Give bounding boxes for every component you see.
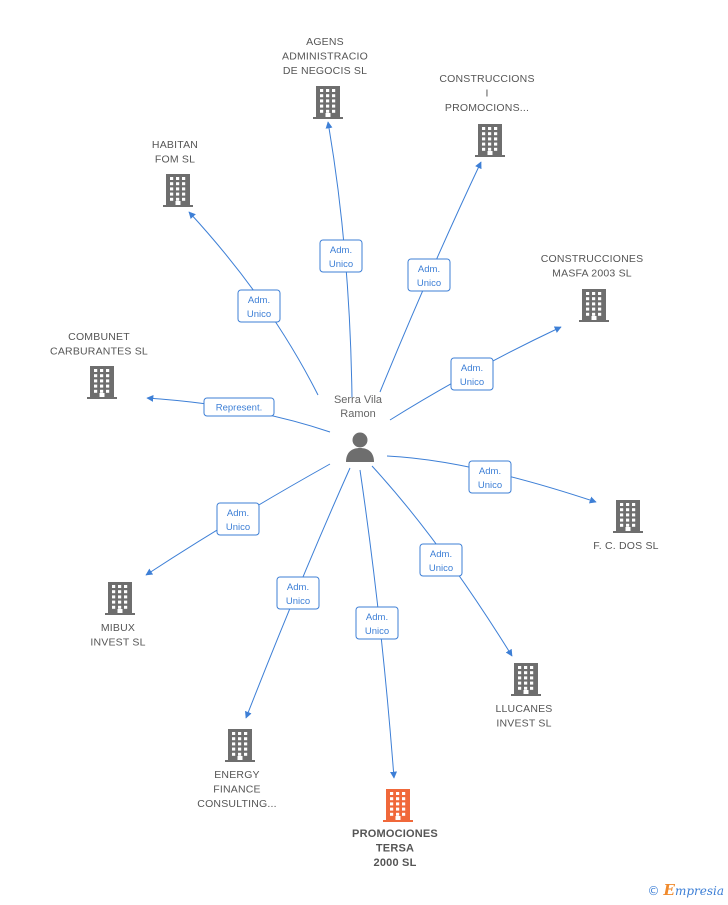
company-label-tersa-0: PROMOCIONES [352, 828, 438, 840]
footer-brand[interactable]: ©Empresia [648, 881, 725, 899]
company-label-combunet-1: CARBURANTES SL [50, 346, 148, 358]
center-name-line-1: Serra Vila [334, 394, 383, 406]
role-text-fcdos-0: Adm. [479, 466, 501, 477]
role-text-llucanes-0: Adm. [430, 549, 452, 560]
role-text-agens-1: Unico [329, 259, 353, 270]
company-label-tersa-2: 2000 SL [374, 857, 417, 869]
role-text-energy-1: Unico [286, 596, 310, 607]
company-node-mibux[interactable]: MIBUX INVEST SL [90, 582, 145, 649]
company-label-energy-2: CONSULTING... [197, 798, 276, 810]
center-node[interactable]: Serra Vila Ramon [334, 394, 383, 462]
company-label-habitan-0: HABITAN [152, 139, 198, 151]
company-label-agens-0: AGENS [306, 36, 344, 48]
role-text-tersa-1: Unico [365, 626, 389, 637]
role-text-habitan-1: Unico [247, 309, 271, 320]
role-text-mibux-0: Adm. [227, 508, 249, 519]
role-badge-mibux[interactable]: Adm. Unico [216, 502, 260, 536]
company-node-agens[interactable]: AGENS ADMINISTRACIO DE NEGOCIS SL [282, 36, 368, 119]
building-icon [613, 500, 643, 533]
role-badge-construccions[interactable]: Adm. Unico [407, 258, 451, 292]
company-label-agens-2: DE NEGOCIS SL [283, 65, 367, 77]
company-label-construccions-2: PROMOCIONS... [445, 102, 529, 114]
company-label-mibux-1: INVEST SL [90, 637, 145, 649]
company-label-llucanes-0: LLUCANES [495, 703, 552, 715]
role-badge-fcdos[interactable]: Adm. Unico [468, 460, 512, 494]
person-icon [346, 432, 374, 462]
company-label-habitan-1: FOM SL [155, 154, 195, 166]
role-badge-llucanes[interactable]: Adm. Unico [419, 543, 463, 577]
company-node-habitan[interactable]: HABITAN FOM SL [152, 139, 198, 207]
role-text-mibux-1: Unico [226, 522, 250, 533]
role-text-agens-0: Adm. [330, 245, 352, 256]
brand-initial: E [663, 881, 675, 899]
company-label-combunet-0: COMBUNET [68, 331, 130, 343]
role-text-habitan-0: Adm. [248, 295, 270, 306]
company-label-llucanes-1: INVEST SL [496, 718, 551, 730]
role-text-tersa-0: Adm. [366, 612, 388, 623]
building-icon [105, 582, 135, 615]
company-label-fcdos-0: F. C. DOS SL [593, 540, 658, 552]
nodes-layer: AGENS ADMINISTRACIO DE NEGOCIS SL CONSTRUCC… [50, 36, 659, 869]
center-name-line-2: Ramon [340, 408, 375, 420]
role-text-construccions-1: Unico [417, 278, 441, 289]
company-label-masfa-0: CONSTRUCCIONES [541, 253, 644, 265]
company-label-masfa-1: MASFA 2003 SL [552, 268, 632, 280]
building-icon [579, 289, 609, 322]
building-icon [225, 729, 255, 762]
company-label-construccions-0: CONSTRUCCIONS [439, 73, 534, 85]
company-label-energy-1: FINANCE [213, 784, 261, 796]
brand-name: mpresia [674, 884, 724, 898]
building-icon [383, 789, 413, 822]
company-label-mibux-0: MIBUX [101, 622, 135, 634]
company-label-energy-0: ENERGY [214, 769, 260, 781]
role-badge-masfa[interactable]: Adm. Unico [450, 357, 494, 391]
role-text-masfa-0: Adm. [461, 363, 483, 374]
role-badge-tersa[interactable]: Adm. Unico [355, 606, 399, 640]
building-icon [475, 124, 505, 157]
company-node-masfa[interactable]: CONSTRUCCIONES MASFA 2003 SL [541, 253, 644, 322]
role-badge-combunet[interactable]: Represent. [203, 397, 275, 417]
company-label-construccions-1: I [485, 88, 488, 100]
company-node-llucanes[interactable]: LLUCANES INVEST SL [495, 663, 552, 730]
company-label-agens-1: ADMINISTRACIO [282, 51, 368, 63]
company-node-combunet[interactable]: COMBUNET CARBURANTES SL [50, 331, 148, 399]
role-text-llucanes-1: Unico [429, 563, 453, 574]
role-text-combunet-0: Represent. [216, 403, 262, 414]
building-icon [313, 86, 343, 119]
role-badge-energy[interactable]: Adm. Unico [276, 576, 320, 610]
role-text-construccions-0: Adm. [418, 264, 440, 275]
company-node-energy[interactable]: ENERGY FINANCE CONSULTING... [197, 729, 277, 810]
role-text-energy-0: Adm. [287, 582, 309, 593]
copyright-symbol: © [647, 884, 660, 898]
role-badge-agens[interactable]: Adm. Unico [319, 239, 363, 273]
company-node-tersa[interactable]: PROMOCIONES TERSA 2000 SL [352, 789, 438, 869]
company-node-construccions[interactable]: CONSTRUCCIONS I PROMOCIONS... [439, 73, 534, 157]
company-label-tersa-1: TERSA [376, 843, 414, 855]
company-node-fcdos[interactable]: F. C. DOS SL [593, 500, 659, 552]
role-badge-habitan[interactable]: Adm. Unico [237, 289, 281, 323]
role-text-fcdos-1: Unico [478, 480, 502, 491]
building-icon [163, 174, 193, 207]
building-icon [511, 663, 541, 696]
role-text-masfa-1: Unico [460, 377, 484, 388]
building-icon [87, 366, 117, 399]
